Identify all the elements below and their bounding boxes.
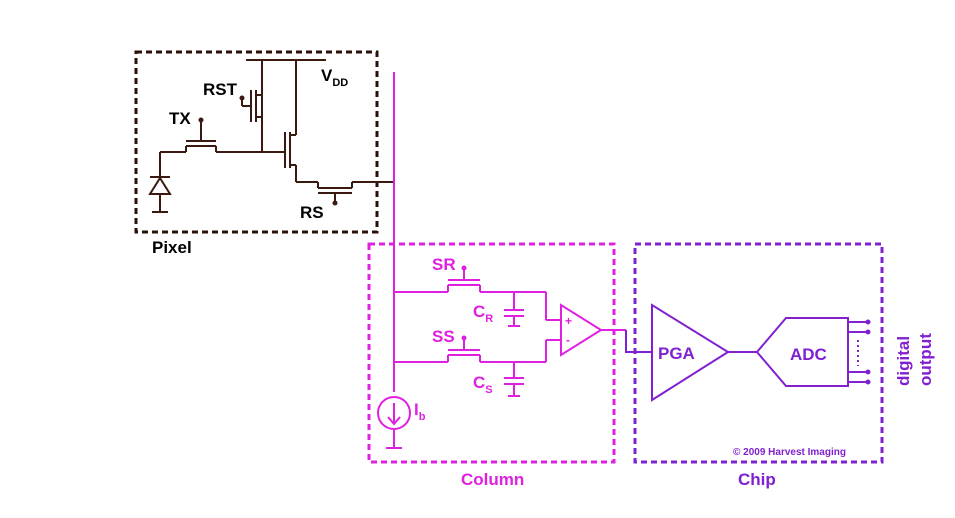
differential-amplifier: + - xyxy=(545,292,626,362)
source-follower-transistor xyxy=(262,132,297,182)
pixel-boundary xyxy=(134,50,379,234)
rs-label: RS xyxy=(300,203,324,222)
pixel-label: Pixel xyxy=(152,238,192,257)
digital-output-line1: digital xyxy=(894,336,913,386)
cs-label: CS xyxy=(473,373,493,396)
ib-label: Ib xyxy=(414,400,426,423)
digital-output-label: digital output xyxy=(894,333,935,386)
sr-label: SR xyxy=(432,255,456,274)
chip-block: PGA ADC © 2009 Harvest Imaging Chip xyxy=(633,242,884,489)
current-source xyxy=(377,396,411,449)
sr-switch xyxy=(447,265,481,292)
column-label: Column xyxy=(461,470,524,489)
rs-transistor xyxy=(296,181,394,206)
cr-label: CR xyxy=(473,302,493,325)
cs-capacitor xyxy=(504,362,524,397)
rst-label: RST xyxy=(203,80,238,99)
adc-converter: ADC xyxy=(755,317,871,387)
pixel-block: VDD RST TX RS Pixel xyxy=(134,50,394,257)
tx-transistor xyxy=(160,117,262,153)
photodiode xyxy=(148,152,172,213)
column-boundary xyxy=(367,242,616,464)
pga-amplifier: PGA xyxy=(651,303,730,402)
tx-label: TX xyxy=(169,109,191,128)
cr-capacitor xyxy=(504,292,524,327)
ss-label: SS xyxy=(432,327,455,346)
pga-label: PGA xyxy=(658,344,695,363)
column-block: + - SR SS CR CS Ib Column xyxy=(367,242,626,489)
rst-transistor xyxy=(239,90,262,122)
digital-output-line2: output xyxy=(916,333,935,386)
vdd-label: VDD xyxy=(321,66,348,89)
chip-boundary xyxy=(633,242,884,464)
copyright-label: © 2009 Harvest Imaging xyxy=(733,447,846,458)
amp-plus: + xyxy=(565,314,572,328)
adc-label: ADC xyxy=(790,345,827,364)
column-to-pga-wire xyxy=(625,330,652,353)
amp-minus: - xyxy=(566,333,570,347)
chip-label: Chip xyxy=(738,470,776,489)
ss-switch xyxy=(447,335,481,362)
